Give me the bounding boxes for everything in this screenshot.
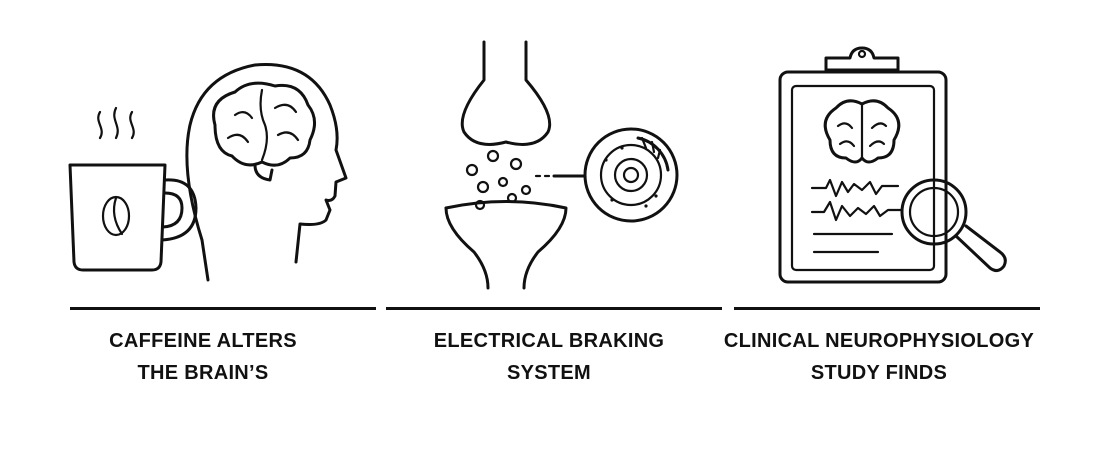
panel-neurophysiology: CLINICAL NEUROPHYSIOLOGY STUDY FINDS xyxy=(722,0,1068,450)
neurotransmitter-dots-icon xyxy=(465,149,554,211)
caption-line: CLINICAL NEUROPHYSIOLOGY xyxy=(723,330,1035,352)
panel-braking: ELECTRICAL BRAKING SYSTEM xyxy=(376,0,722,450)
coffee-mug-icon xyxy=(68,163,198,272)
steam-icon xyxy=(97,106,135,140)
caption-neurophysiology: CLINICAL NEUROPHYSIOLOGY STUDY FINDS xyxy=(706,325,1052,389)
brain-icon xyxy=(212,81,316,182)
panel-caffeine: CAFFEINE ALTERS THE BRAIN’S xyxy=(30,0,376,450)
synapse-illustration xyxy=(444,40,679,290)
caption-caffeine: CAFFEINE ALTERS THE BRAIN’S xyxy=(30,325,376,389)
caption-line: SYSTEM xyxy=(506,362,592,384)
caption-line: CAFFEINE ALTERS xyxy=(109,330,297,352)
clipboard-illustration xyxy=(778,46,1007,284)
divider-line xyxy=(70,307,376,310)
eeg-wave-icon xyxy=(810,178,904,254)
brain-icon xyxy=(823,99,901,164)
caption-line: STUDY FINDS xyxy=(810,362,948,384)
caption-line: ELECTRICAL BRAKING xyxy=(433,330,665,352)
receptor-target-icon xyxy=(552,127,679,223)
clipboard-icon xyxy=(778,46,948,284)
magnifier-icon xyxy=(900,178,1007,273)
divider-line xyxy=(386,307,722,310)
synapse-icon xyxy=(444,40,568,290)
caption-braking: ELECTRICAL BRAKING SYSTEM xyxy=(376,325,722,389)
caption-line: THE BRAIN’S xyxy=(137,362,269,384)
head-profile-icon xyxy=(185,63,348,282)
caffeine-illustration xyxy=(68,63,348,282)
divider-line xyxy=(734,307,1040,310)
